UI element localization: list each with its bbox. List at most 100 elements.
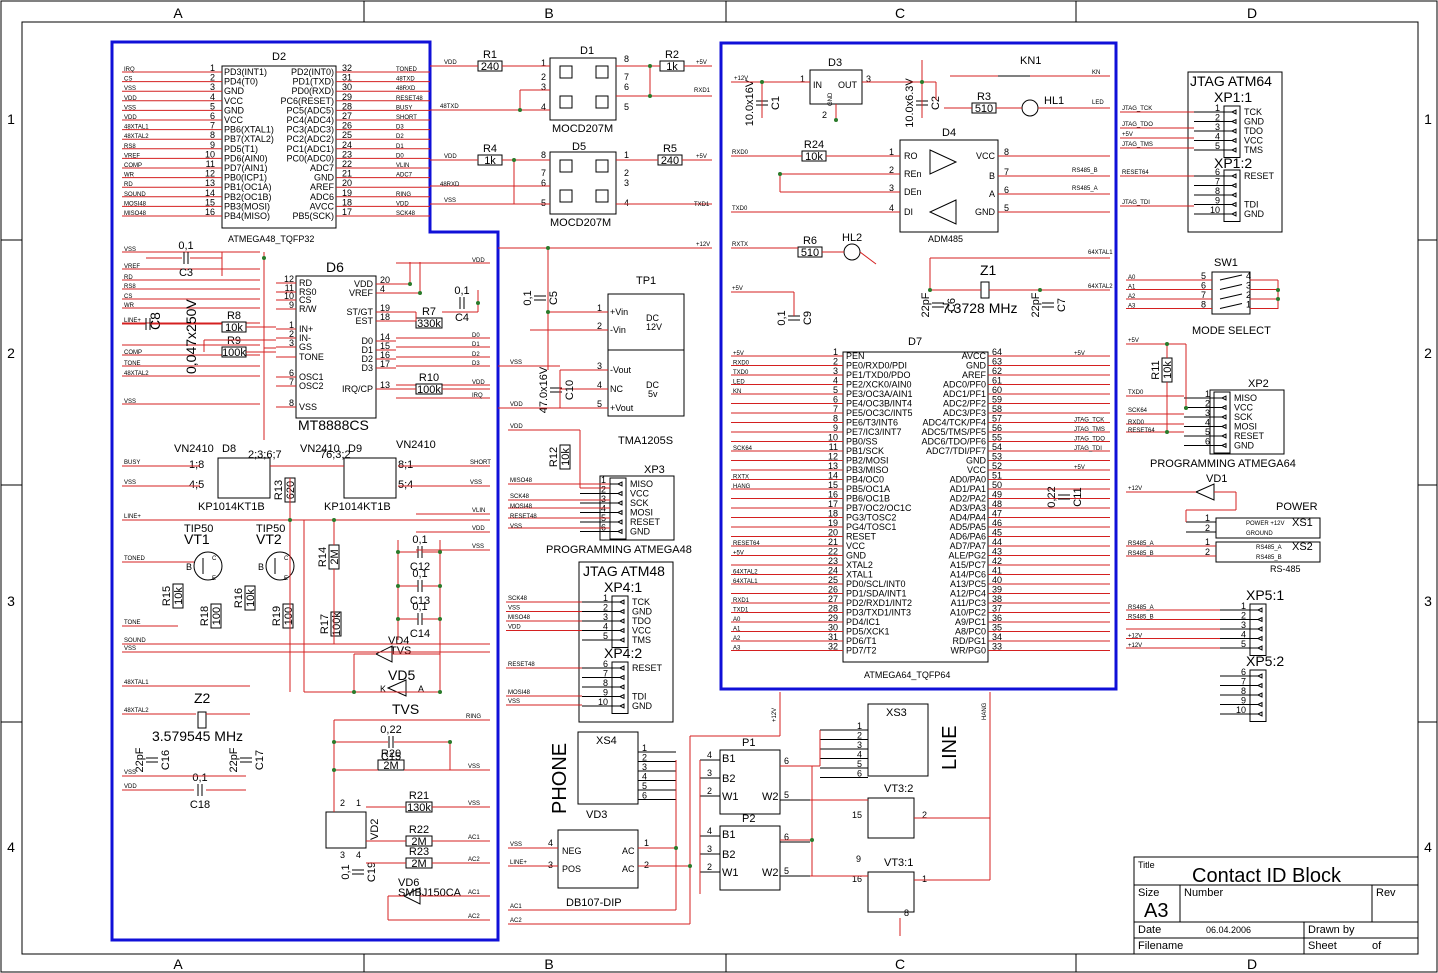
connector-signal: TCK [1244, 107, 1262, 117]
connector-signal: TCK [632, 597, 650, 607]
d7-pin-num-left: 15 [828, 480, 838, 490]
d7-pin-name-right: GND [966, 456, 987, 466]
d2-net-right: SCK48 [396, 211, 416, 217]
d2-net-right: RESET48 [396, 96, 423, 102]
net-label: BUSY [124, 460, 140, 466]
d6-pin-name: R/W [299, 304, 317, 314]
sw1-pin-right: 3 [1246, 281, 1251, 291]
d2-net-left: SOUND [124, 192, 146, 198]
d2-pin-num-right: 17 [342, 207, 352, 217]
sw1-title: MODE SELECT [1192, 325, 1271, 337]
resistor-ref: R11 [1150, 360, 1162, 379]
d2-pin-name-right: ADC7 [310, 163, 334, 173]
d2-pin-num-right: 28 [342, 101, 352, 111]
d5-pin-num: 1 [624, 150, 629, 160]
d2-pin-name-left: PB6(XTAL1) [224, 125, 274, 135]
resistor-ref: R8 [227, 310, 241, 322]
d7-net-left: RXD1 [733, 598, 750, 604]
d6-pin-name: D2 [361, 354, 373, 364]
d2-pin-name-right: PC3(ADC3) [286, 125, 334, 135]
connector-pin-num: 6 [1205, 437, 1210, 447]
net-label: VSS [508, 606, 520, 612]
connector-arrow [1256, 645, 1263, 651]
d2-net-left: CS [124, 77, 132, 83]
capacitor-ref: C12 [410, 561, 430, 573]
d4-pin-name: RO [904, 151, 918, 161]
d7-pin-num-right: 56 [992, 423, 1002, 433]
xs3-pin-num: 5 [857, 759, 862, 769]
d7-pin-name-left: PB0/SS [846, 437, 878, 447]
svg-text:MOCD207M: MOCD207M [552, 123, 613, 135]
d6-pin-num: 10 [284, 291, 294, 301]
net-label: VSS [468, 801, 480, 807]
d2-pin-name-left: PB2(OC1B) [224, 192, 272, 202]
connector-arrow [1230, 109, 1237, 115]
xp4-2-ref: XP4:2 [604, 645, 642, 661]
junction-dot [332, 768, 336, 772]
d7-pin-name-right: AD1/PA1 [950, 484, 986, 494]
vt3_1-ref: VT3:1 [884, 857, 913, 869]
d7-net-left: RXD0 [733, 361, 750, 367]
junction-dot [408, 282, 412, 286]
junction-dot [352, 690, 356, 694]
resistor-value: 2M [411, 858, 426, 870]
frame-row-label-right: 1 [1424, 111, 1432, 127]
d9-type-right: VN2410 [396, 439, 436, 451]
d8-type: VN2410 [174, 443, 214, 455]
d8-part: KP1014KT1B [198, 501, 265, 513]
vt2-ref: VT2 [256, 531, 282, 547]
d2-pin-name-left: GND [224, 86, 245, 96]
d6-pin-num: 14 [380, 332, 390, 342]
capacitor-ref: C9 [802, 311, 814, 325]
net-label: VDD [472, 526, 485, 532]
connector-arrow [1230, 211, 1237, 217]
jtag64-title: JTAG ATM64 [1190, 73, 1272, 89]
d8-pin-a: 1;8 [189, 459, 204, 471]
net-label: TXD0 [1128, 390, 1144, 396]
connector-pin-num: 1 [603, 593, 608, 603]
d7-pin-num-right: 36 [992, 613, 1002, 623]
d1-pin-num: 7 [624, 72, 629, 82]
d7-net-right: +5V [1074, 351, 1085, 357]
svg-text:Sheet: Sheet [1308, 940, 1337, 952]
vt3-1-pin: 9 [856, 854, 861, 864]
connector-arrow [1230, 128, 1237, 134]
xs3-pin-num: 4 [857, 750, 862, 760]
d2-pin-name-left: GND [224, 105, 245, 115]
vd3-pos: POS [562, 864, 581, 874]
connector-pin-num: 1 [601, 475, 606, 485]
d7-pin-num-left: 24 [828, 566, 838, 576]
net-label: JTAG_TMS [1122, 142, 1153, 148]
d2-pin-name-right: PC0(ADC0) [286, 153, 334, 163]
connector-pin-num: 4 [603, 622, 608, 632]
net-label: VSS [124, 646, 136, 652]
connector-arrow [1256, 682, 1263, 689]
p2-pin-num: 2 [707, 862, 712, 872]
p2-ref: P2 [742, 813, 755, 825]
connector-arrow [618, 637, 625, 643]
connector-arrow [618, 618, 625, 624]
resistor-value: 240 [661, 155, 679, 167]
resistor-value: 10k [1162, 361, 1174, 379]
d7-pin-name-right: A13/PC5 [950, 579, 986, 589]
p1-w1: W1 [722, 791, 739, 803]
resistor-ref: R15 [161, 586, 173, 606]
d2-pin-name-left: PB3(MOSI) [224, 201, 270, 211]
net-label: 48RXD [440, 182, 460, 188]
svg-text:DC: DC [646, 313, 659, 323]
d6-pin-num: 6 [289, 368, 294, 378]
capacitor-ref: C3 [179, 267, 193, 279]
sw1-switch [1219, 284, 1243, 290]
d6-net-right: D3 [472, 361, 480, 367]
d7-pin-name-left: PG4/TOSC1 [846, 522, 896, 532]
capacitor-value: 22pF [1030, 292, 1042, 317]
resistor-value: 10k [225, 322, 243, 334]
resistor-value: 510 [801, 247, 819, 259]
resistor [172, 583, 184, 609]
connector-arrow [616, 519, 623, 525]
d7-pin-name-left: RESET [846, 532, 877, 542]
d2-net-right: ADC7 [396, 173, 413, 179]
d2-pin-name-right: PC1(ADC1) [286, 144, 334, 154]
connector-arrow [1256, 607, 1263, 613]
connector-arrow [618, 684, 625, 690]
